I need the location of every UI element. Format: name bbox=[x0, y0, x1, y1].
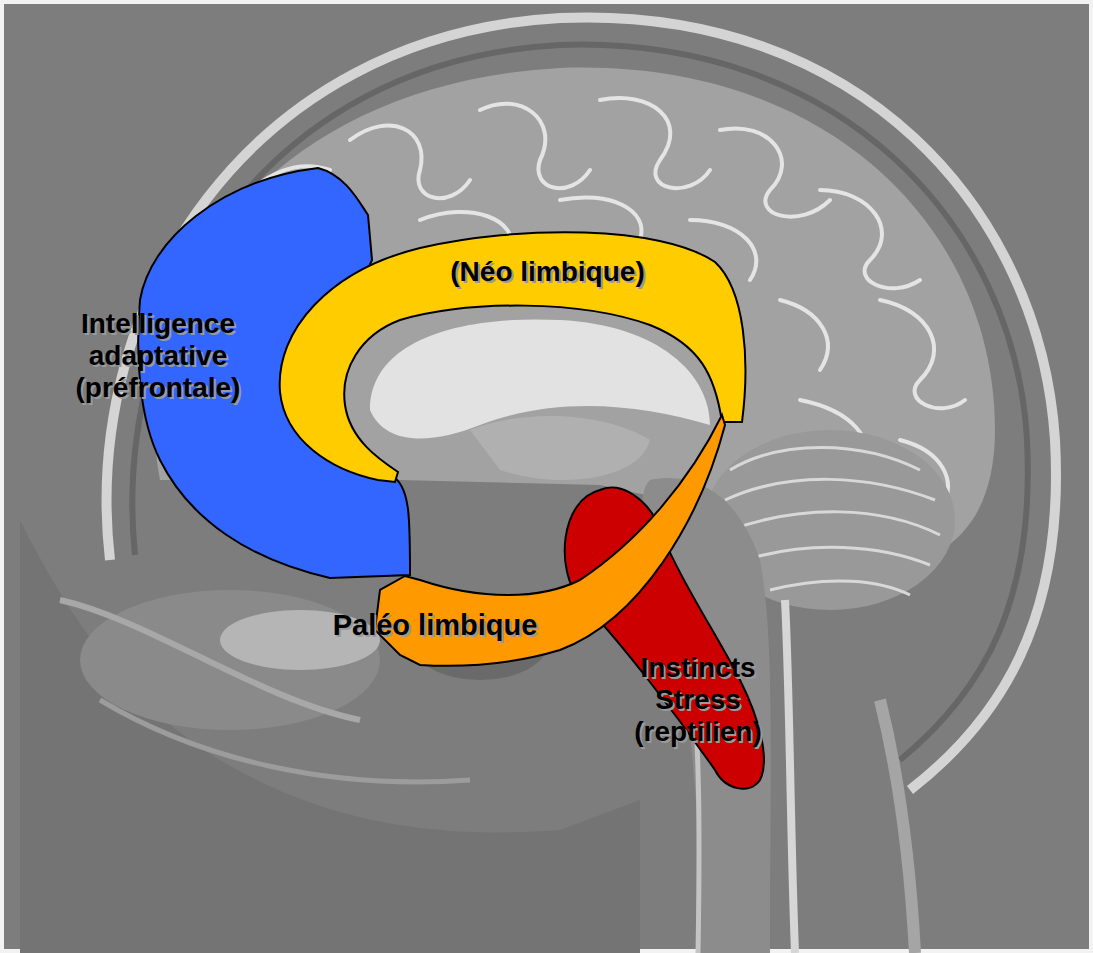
region-label: (Néo limbique) bbox=[405, 256, 690, 288]
prefrontal-region: Intelligence adaptative (préfrontale) bbox=[38, 160, 418, 585]
region-label: Paléo limbique bbox=[300, 609, 570, 641]
region-label: Intelligence adaptative (préfrontale) bbox=[48, 308, 268, 404]
region-label: Instincts Stress (reptilien) bbox=[603, 652, 793, 748]
paleo-limbic-region: Paléo limbique bbox=[295, 405, 740, 675]
region-outline bbox=[280, 232, 746, 482]
neo-limbic-region: (Néo limbique) bbox=[270, 220, 755, 495]
